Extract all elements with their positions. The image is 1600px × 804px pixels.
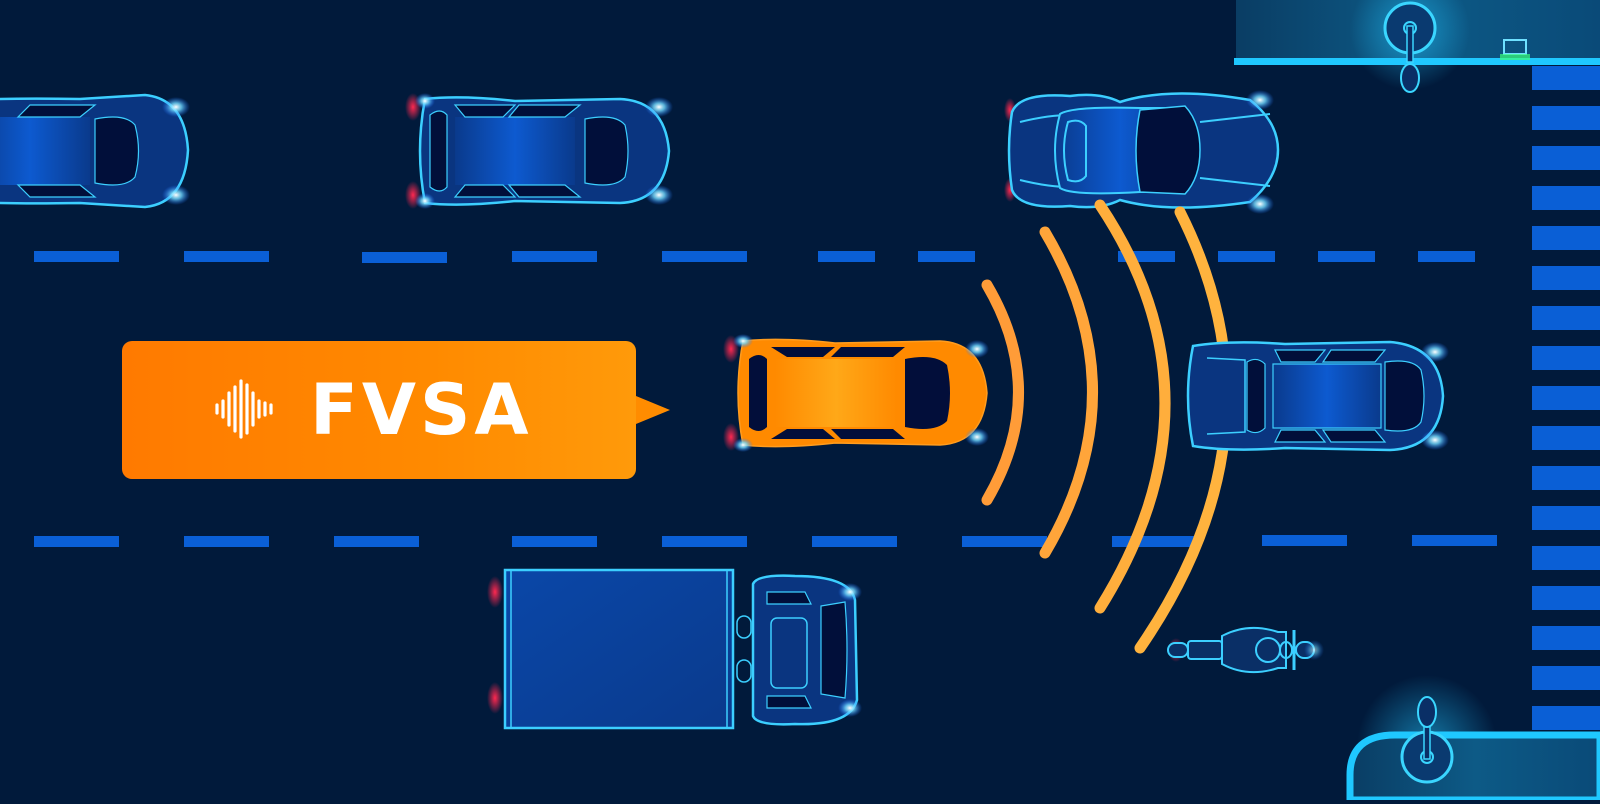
lane-marking-lower bbox=[34, 535, 1497, 547]
lane-marking-upper bbox=[34, 251, 1475, 263]
motorcycle bbox=[1167, 626, 1324, 674]
truck-bottom bbox=[487, 568, 862, 730]
fvsa-badge: FVSA bbox=[122, 341, 670, 479]
badge-pointer bbox=[636, 396, 670, 424]
crosswalk bbox=[1532, 66, 1600, 730]
sidewalk-bottom-right bbox=[1346, 675, 1600, 804]
car-top-left bbox=[0, 93, 190, 209]
car-top-middle bbox=[405, 93, 673, 209]
sound-wave-icon bbox=[215, 379, 273, 439]
sports-car-top-right bbox=[1004, 90, 1280, 214]
sidewalk-top-right bbox=[1234, 0, 1600, 93]
ego-vehicle-orange-car bbox=[723, 334, 989, 452]
badge-label: FVSA bbox=[310, 369, 533, 451]
car-right bbox=[1186, 340, 1449, 452]
